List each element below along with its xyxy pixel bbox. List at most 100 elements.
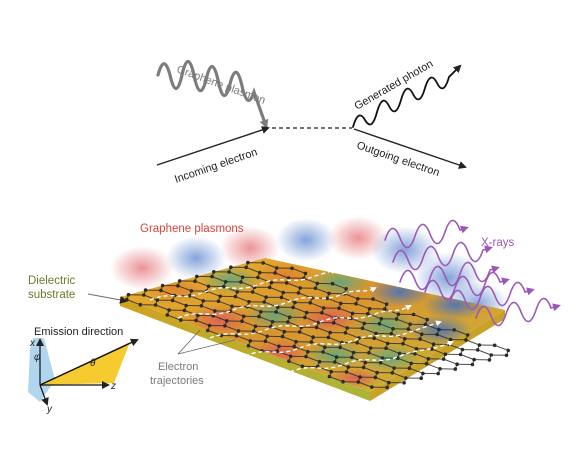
lattice-bond [253, 330, 268, 337]
xray-wave-6 [475, 297, 561, 327]
lattice-atom [374, 331, 378, 336]
lattice-bond [287, 321, 302, 328]
lattice-atom [401, 341, 405, 346]
lattice-bond [211, 276, 226, 283]
lattice-atom [210, 274, 214, 279]
lattice-atom [287, 359, 291, 364]
lattice-atom [448, 337, 453, 342]
lattice-atom [384, 346, 388, 351]
lattice-atom [264, 295, 268, 300]
lattice-bond [385, 347, 400, 354]
lattice-atom [375, 370, 379, 375]
lattice-atom [341, 379, 345, 384]
lattice-atom [460, 347, 465, 352]
lattice-atom [337, 306, 341, 311]
lattice-bond [367, 313, 382, 320]
lattice-atom [297, 330, 302, 334]
lattice-atom [227, 270, 231, 274]
lattice-bond [235, 296, 250, 303]
lattice-atom [339, 301, 343, 306]
lattice-atom [356, 297, 360, 301]
lattice-atom [367, 351, 371, 355]
xrays-label: X-rays [481, 237, 514, 249]
electron-pointer-2 [177, 339, 236, 355]
lattice-atom [403, 337, 407, 341]
lattice-bond [248, 345, 263, 352]
lattice-bond [339, 346, 354, 354]
lattice-bond [332, 283, 347, 290]
lattice-atom [230, 304, 234, 309]
electron-trajectories [149, 268, 454, 373]
lattice-bond [177, 285, 192, 292]
lattice-bond [291, 267, 306, 274]
lattice-bond [397, 357, 412, 364]
lattice-bond [265, 340, 280, 347]
xray-wave-5 [449, 281, 535, 311]
lattice-atom [267, 285, 272, 290]
lattice-bond [363, 366, 378, 374]
lattice-atom [402, 381, 406, 385]
lattice-atom [391, 327, 395, 331]
electron-trajectories-label-line1: Electron [158, 361, 198, 373]
graphene-plasmon-label: Graphene plasmon [175, 64, 267, 107]
lattice-atom [371, 297, 375, 301]
lattice-bond [372, 298, 387, 305]
electron-trajectories-label-line2: trajectories [150, 375, 204, 387]
lattice-atom [406, 327, 411, 331]
x-axis-label: x [29, 338, 36, 349]
lattice-atom [308, 301, 313, 305]
lattice-atom [404, 376, 408, 380]
lattice-bond [426, 363, 441, 370]
outgoing-electron-label: Outgoing electron [355, 139, 441, 179]
lattice-bond [282, 336, 297, 343]
lattice-bond [408, 328, 422, 335]
lattice-atom [452, 328, 457, 332]
lattice-atom [304, 310, 309, 315]
lattice-atom [313, 286, 318, 291]
lattice-atom [356, 380, 361, 384]
lattice-atom [397, 351, 402, 356]
lattice-atom [408, 322, 412, 327]
lattice-bond [299, 331, 314, 338]
lattice-atom [321, 306, 326, 310]
lattice-atom [159, 288, 163, 293]
lattice-atom [443, 352, 448, 357]
incoming-electron-label: Incoming electron [173, 146, 259, 186]
lattice-atom [177, 279, 182, 283]
lattice-bond [126, 299, 141, 306]
lattice-atom [292, 344, 297, 349]
lattice-bond [143, 294, 158, 301]
lattice-bond [184, 309, 199, 316]
dielectric-pointer [87, 293, 128, 304]
lattice-atom [170, 298, 175, 303]
lattice-atom [330, 281, 335, 286]
lattice-atom [425, 317, 430, 322]
lattice-bond [431, 348, 446, 355]
lattice-bond [194, 280, 209, 287]
lattice-atom [246, 344, 251, 348]
lattice-atom [206, 284, 211, 289]
lattice-atom [360, 326, 365, 331]
lattice-atom [370, 385, 374, 389]
lattice-bond [414, 353, 429, 360]
lattice-atom [492, 343, 497, 348]
emission-direction-inset: Emission direction x z y φ θ [28, 326, 139, 415]
lattice-atom [350, 355, 354, 360]
lattice-atom [379, 317, 384, 321]
lattice-bond [228, 271, 243, 278]
lattice-bond [269, 286, 284, 294]
y-axis [39, 384, 49, 406]
lattice-atom [286, 320, 290, 324]
lattice-bond [375, 376, 389, 384]
lattice-atom [361, 365, 366, 370]
lattice-atom [350, 311, 355, 316]
phi-plane [28, 338, 55, 402]
lattice-atom [453, 367, 458, 371]
lattice-atom [384, 302, 389, 307]
lattice-bond [274, 272, 289, 279]
lattice-bond [477, 349, 492, 356]
lattice-bond [252, 291, 267, 298]
electron-trajectory-1 [149, 268, 337, 301]
lattice-atom [396, 312, 401, 317]
